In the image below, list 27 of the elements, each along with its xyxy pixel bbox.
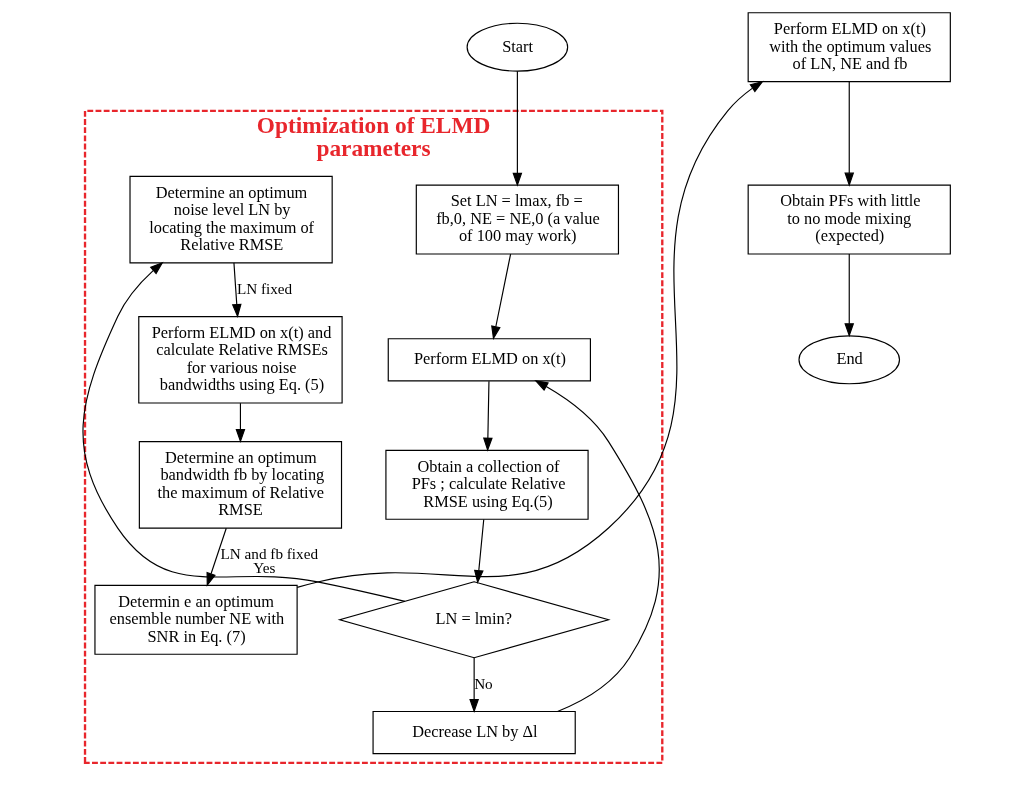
node-box: Determin e an optimum ensemble number NE with SNR in Eq. (7) [93, 584, 298, 655]
node-box: Obtain PFs with little to no mode mixing (expected) [747, 184, 951, 255]
arrow [82, 261, 406, 602]
node-ellipse: Start [466, 22, 568, 72]
node-diamond: LN = lmin? [337, 581, 611, 659]
node-box: Obtain a collection of PFs ; calculate Relative RMSE using Eq.(5) [384, 449, 589, 520]
node-box: Decrease LN by Δl [372, 710, 576, 755]
node-box: Determine an optimum bandwidth fb by locating the maximum of Relative RMSE [138, 441, 342, 529]
node-ellipse: End [797, 335, 900, 385]
node-box: Perform ELMD on x(t) and calculate Relative RMSEs for various noise bandwidths using Eq. (5) [137, 315, 343, 404]
arrow [482, 380, 493, 452]
arrow [235, 402, 245, 444]
arrow [490, 253, 511, 341]
node-box: Determine an optimum noise level LN by locating the maximum of Relative RMSE [128, 175, 333, 264]
node-box: Perform ELMD on x(t) with the optimum values of LN, NE and fb [747, 12, 951, 83]
arrow [533, 379, 660, 713]
arrow [843, 81, 854, 187]
arrow [473, 518, 484, 585]
node-box: Set LN = lmax, fb = fb,0, NE = NE,0 (a value of 100 may work) [415, 184, 619, 255]
arrow [296, 80, 764, 588]
arrow [231, 262, 242, 319]
node-box: Perform ELMD on x(t) [387, 338, 591, 382]
arrow [468, 657, 479, 714]
arrow [206, 527, 227, 587]
edge-label: LN fixed [236, 279, 292, 297]
arrow [511, 70, 522, 187]
arrow [843, 253, 854, 338]
